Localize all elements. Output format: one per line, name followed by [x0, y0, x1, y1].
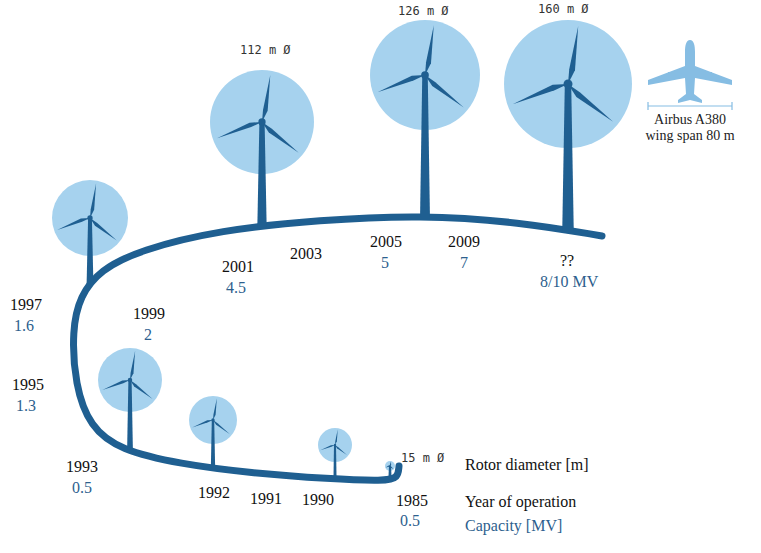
axis-label: Year of operation	[465, 493, 576, 511]
year-label: 1999	[133, 305, 165, 323]
span-dimension	[648, 102, 732, 110]
wind-turbine	[189, 396, 237, 469]
year-label: 2005	[370, 233, 402, 251]
year-label: 1991	[250, 490, 282, 508]
wind-turbine	[504, 20, 632, 231]
wind-turbine	[385, 461, 395, 476]
year-label: 1992	[198, 484, 230, 502]
diameter-label: 15 m Ø	[401, 452, 444, 466]
year-label: 1995	[12, 376, 44, 394]
airplane-icon	[648, 40, 732, 103]
capacity-label: 2	[144, 326, 152, 344]
timeline-curve	[74, 217, 602, 480]
capacity-label: 1.6	[14, 317, 34, 335]
wind-turbine	[370, 20, 480, 217]
capacity-label: 5	[381, 254, 389, 272]
year-label: 1993	[66, 458, 98, 476]
diameter-label: 160 m Ø	[538, 3, 589, 17]
year-label: 2003	[290, 245, 322, 263]
diameter-label: 112 m Ø	[240, 44, 291, 58]
wind-turbine	[318, 428, 352, 478]
comparison-label: Airbus A380 wing span 80 m	[639, 112, 741, 144]
axis-label: Capacity [MV]	[465, 517, 562, 535]
capacity-label: 0.5	[400, 512, 420, 530]
wind-turbine	[52, 180, 128, 285]
capacity-label: 7	[460, 254, 468, 272]
year-label: 1985	[396, 492, 428, 510]
axis-label: Rotor diameter [m]	[465, 456, 589, 474]
capacity-label: 4.5	[226, 279, 246, 297]
capacity-label: 1.3	[16, 397, 36, 415]
year-label: 1990	[302, 491, 334, 509]
capacity-label: 0.5	[72, 479, 92, 497]
year-label: 2009	[448, 233, 480, 251]
capacity-label: 8/10 MV	[540, 273, 598, 291]
year-label: ??	[560, 252, 574, 270]
year-label: 2001	[222, 258, 254, 276]
wind-turbine	[210, 70, 314, 228]
wind-turbine	[98, 348, 162, 450]
year-label: 1997	[10, 296, 42, 314]
diameter-label: 126 m Ø	[398, 5, 449, 19]
